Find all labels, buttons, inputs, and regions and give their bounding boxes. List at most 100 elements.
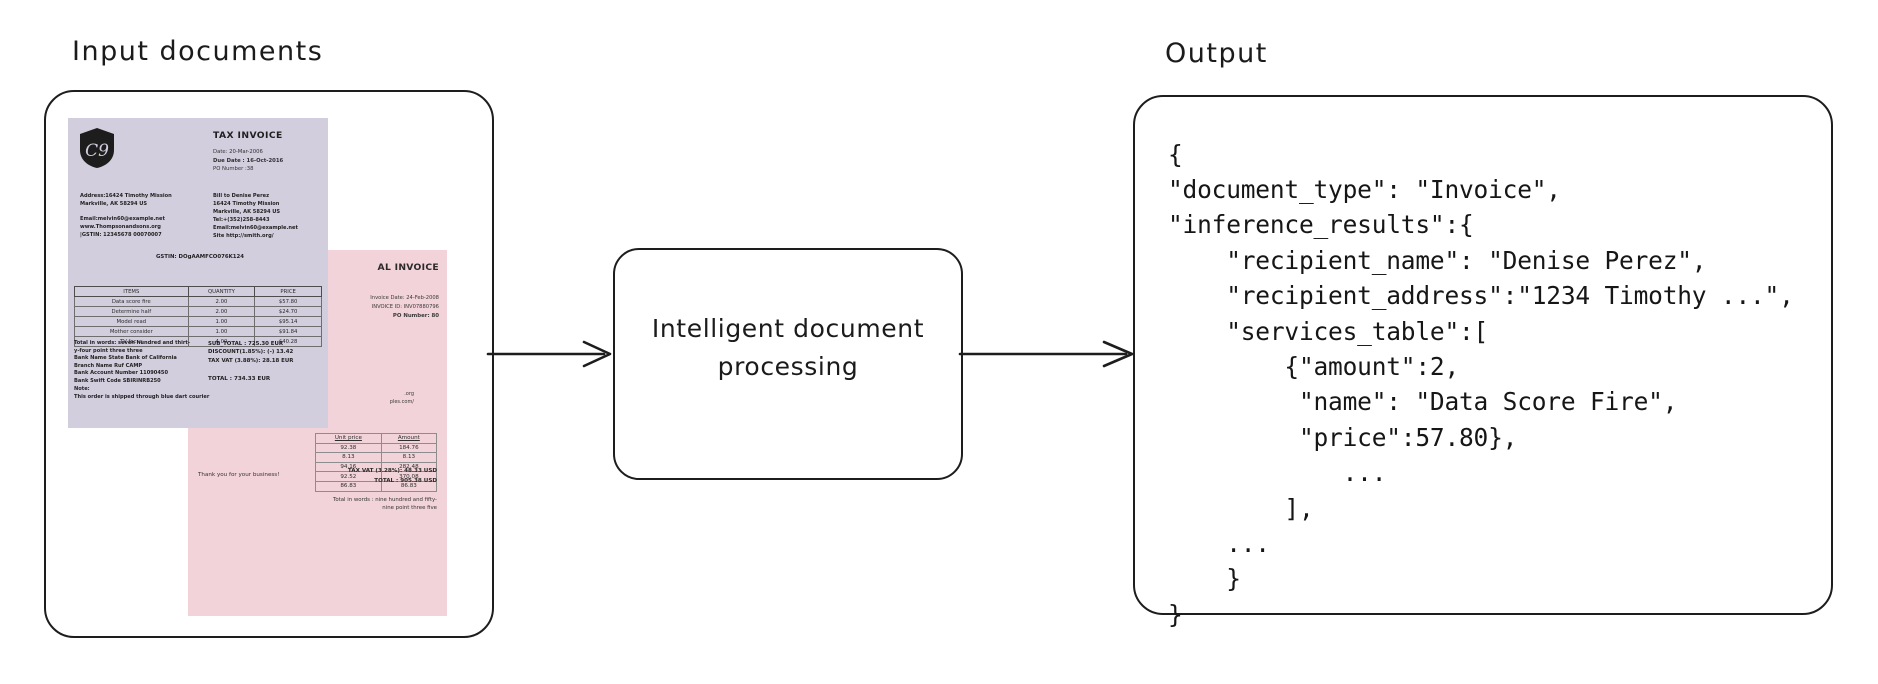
- table-cell: 184.76: [381, 443, 438, 454]
- pink-invoice-id: INVOICE ID: INV07880796: [371, 304, 439, 310]
- pink-invoice-meta: Invoice Date: 24-Feb-2008 INVOICE ID: IN…: [370, 294, 439, 321]
- purple-invoice-total-final: TOTAL : 734.33 EUR: [208, 376, 271, 382]
- bill-to-name: Bill to Denise Perez: [213, 193, 270, 199]
- pink-invoice-contact-line-1: .org: [404, 391, 414, 397]
- bill-to-address-line-1: 16424 Timothy Mission: [213, 201, 280, 207]
- table-cell: 2.00: [187, 296, 256, 308]
- purple-invoice-title: TAX INVOICE: [213, 130, 283, 141]
- table-cell: 370.08: [381, 471, 438, 482]
- table-cell: $95.14: [254, 316, 322, 328]
- purple-invoice-date: Date: 20-Mar-2006: [213, 149, 263, 155]
- pink-invoice-title: AL INVOICE: [377, 262, 439, 273]
- notes-line-4: Branch Name Ruf CAMP: [74, 362, 143, 369]
- table-cell: Mother consider: [74, 326, 189, 338]
- table-cell: $57.80: [254, 296, 322, 308]
- table-header-row: ITEMS QUANTITY PRICE: [74, 285, 322, 298]
- pink-invoice-total-words: Total in words : nine hundred and fifty-…: [267, 496, 437, 513]
- bill-to-address-line-2: Markville, AK 58294 US: [213, 209, 281, 215]
- table-header-row: Unit price Amount: [315, 433, 438, 444]
- bill-to-tel: Tel:+(352)258-8443: [213, 217, 270, 223]
- footnote-text: This order is shipped through blue dart …: [74, 393, 210, 400]
- bill-to-email: Email:melvin60@example.net: [213, 225, 298, 231]
- purple-invoice-from-block: Address:16424 Timothy Mission Markville,…: [80, 192, 172, 239]
- table-cell: Data score fire: [74, 296, 189, 308]
- pink-invoice-words-line-2: nine point three five: [382, 505, 437, 512]
- processing-step-label: Intelligent document processing: [613, 310, 963, 386]
- output-json-text: { "document_type": "Invoice", "inference…: [1168, 139, 1794, 629]
- company-logo-icon: C9: [80, 128, 114, 168]
- pink-invoice-date: Invoice Date: 24-Feb-2008: [370, 295, 439, 301]
- discount: DISCOUNT(1.85%): (-) 13.42: [208, 349, 294, 356]
- table-cell: 8.13: [315, 452, 382, 463]
- output-panel: [1133, 95, 1833, 615]
- from-email: Email:melvin60@example.net: [80, 216, 165, 222]
- table-cell: 86.83: [315, 481, 382, 492]
- processing-step-box[interactable]: [613, 248, 963, 480]
- pink-invoice-contact-line-2: ples.com/: [389, 399, 414, 405]
- pink-invoice-total: TOTAL : 905.38 USD: [374, 478, 437, 484]
- purple-invoice-totals: SUB_TOTAL : 725.30 EUR DISCOUNT(1.85%): …: [208, 340, 293, 365]
- table-cell: $24.70: [254, 306, 322, 318]
- arrow-input-to-process-icon: [486, 340, 612, 368]
- col-items: ITEMS: [74, 285, 189, 298]
- table-cell: Determine half: [74, 306, 189, 318]
- table-cell: Model read: [74, 316, 189, 328]
- sub-total: SUB_TOTAL : 725.30 EUR: [208, 341, 283, 347]
- notes-line-1: Total in words: seven hundred and thirt-: [74, 340, 190, 346]
- purple-invoice-meta: Date: 20-Mar-2006 Due Date : 16-Oct-2016…: [213, 148, 283, 174]
- purple-invoice-po-number: PO Number :38: [213, 166, 254, 173]
- table-cell: 1.00: [187, 326, 256, 338]
- table-cell: TV focus: [74, 336, 189, 348]
- table-cell: $40.28: [254, 336, 322, 348]
- input-documents-caption: Input documents: [72, 36, 324, 67]
- purple-invoice-due-date: Due Date : 16-Oct-2016: [213, 157, 284, 164]
- output-caption: Output: [1165, 38, 1268, 69]
- table-cell: $91.84: [254, 326, 322, 338]
- table-cell: 1.00: [187, 316, 256, 328]
- pink-invoice-tax-vat: TAX VAT (3.28%): 48.33 USD: [347, 468, 437, 474]
- col-price: PRICE: [254, 285, 322, 298]
- table-cell: 92.38: [315, 443, 382, 454]
- pink-invoice-thanks: Thank you for your business!: [198, 472, 280, 478]
- from-website: www.Thompsonandsons.org: [80, 224, 161, 230]
- from-address-line-2: Markville, AK 58294 US: [80, 201, 148, 207]
- pink-col-unit-price: Unit price: [315, 433, 382, 444]
- table-cell: 86.83: [381, 481, 438, 492]
- svg-text:C9: C9: [85, 141, 109, 161]
- table-cell: 8.13: [381, 452, 438, 463]
- footnote-label: Note:: [74, 386, 90, 392]
- table-cell: 92.52: [315, 471, 382, 482]
- purple-invoice-notes: Total in words: seven hundred and thirt-…: [74, 340, 190, 386]
- notes-line-5: Bank Account Number 11090450: [74, 370, 168, 377]
- pink-col-amount: Amount: [381, 433, 438, 444]
- invoice-thumbnail-purple[interactable]: C9 TAX INVOICE Date: 20-Mar-2006 Due Dat…: [68, 118, 328, 428]
- tax-vat: TAX VAT (3.88%): 28.18 EUR: [208, 357, 294, 364]
- purple-invoice-to-block: Bill to Denise Perez 16424 Timothy Missi…: [213, 192, 298, 240]
- col-quantity: QUANTITY: [187, 285, 256, 298]
- processing-step-label-line: processing: [717, 352, 859, 381]
- from-address-line-1: Address:16424 Timothy Mission: [80, 193, 172, 199]
- processing-step-label-line: Intelligent document: [651, 314, 925, 343]
- notes-line-3: Bank Name State Bank of California: [74, 355, 177, 362]
- table-cell: 2.00: [187, 306, 256, 318]
- from-gstin: |GSTIN: 12345678 00070007: [80, 232, 162, 238]
- table-cell: 282.48: [381, 462, 438, 473]
- pink-invoice-po: PO Number: 80: [392, 313, 439, 319]
- table-cell: 94.16: [315, 462, 382, 473]
- notes-line-2: y-four point three three: [74, 347, 143, 354]
- notes-line-6: Bank Swift Code SBIRINRB250: [74, 377, 161, 384]
- pink-invoice-contact: .org ples.com/: [284, 390, 414, 406]
- purple-invoice-gstin-line: GSTIN: DOgAAMFCO076K124: [156, 254, 245, 260]
- pink-invoice-words-line-1: Total in words : nine hundred and fifty-: [332, 497, 437, 503]
